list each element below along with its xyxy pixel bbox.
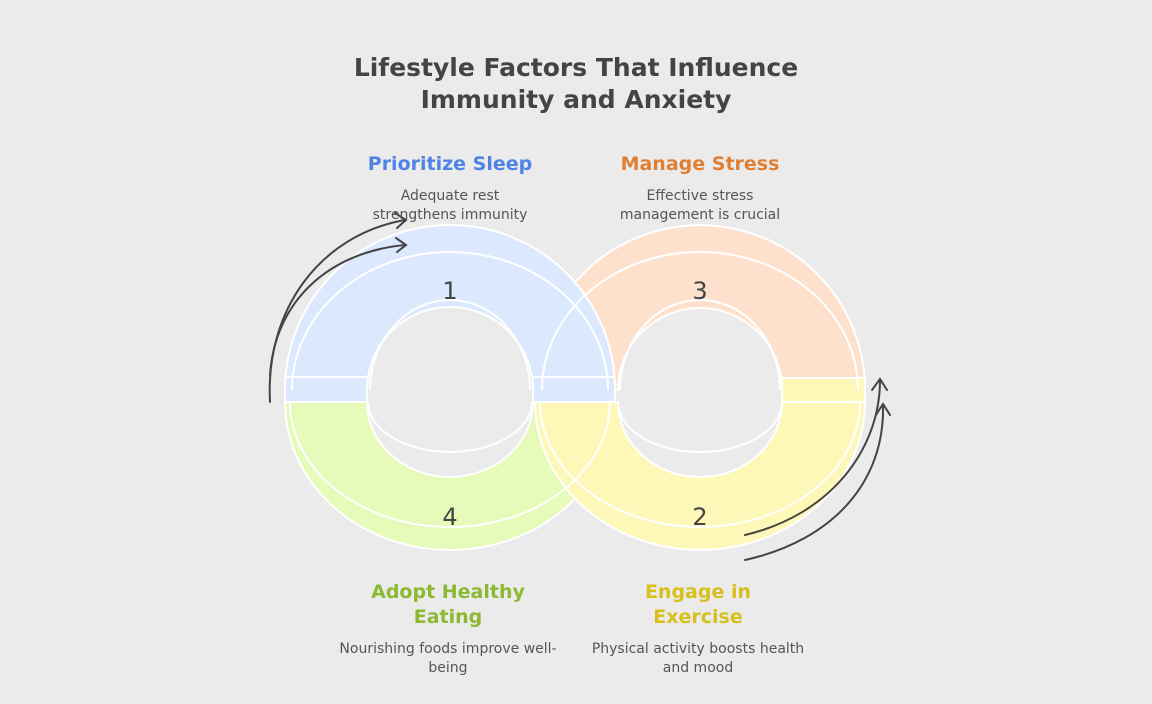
cycle-arrows bbox=[268, 212, 891, 561]
arrow-icon bbox=[744, 377, 888, 536]
label-healthy-eating: Adopt Healthy Eating Nourishing foods im… bbox=[318, 580, 578, 678]
title-line-1: Lifestyle Factors That Influence bbox=[353, 53, 799, 82]
step-heading: Prioritize Sleep bbox=[367, 153, 533, 175]
segment-manage-stress bbox=[533, 224, 867, 391]
step-heading: Engage in Exercise bbox=[644, 581, 752, 628]
step-number-2: 2 bbox=[692, 503, 707, 531]
step-description: Physical activity boosts health and mood bbox=[591, 641, 805, 676]
arrow-icon bbox=[269, 237, 408, 376]
title-line-2: Immunity and Anxiety bbox=[420, 85, 732, 114]
arrow-icon bbox=[744, 402, 891, 561]
step-number-1: 1 bbox=[442, 277, 457, 305]
step-number-3: 3 bbox=[692, 277, 707, 305]
step-description: Effective stress management is crucial bbox=[619, 188, 781, 223]
step-number-4: 4 bbox=[442, 503, 457, 531]
segment-exercise bbox=[533, 377, 866, 551]
step-heading: Adopt Healthy Eating bbox=[371, 581, 525, 628]
segment-prioritize-sleep bbox=[284, 224, 616, 403]
label-exercise: Engage in Exercise Physical activity boo… bbox=[568, 580, 828, 678]
step-description: Nourishing foods improve well-being bbox=[339, 641, 557, 676]
diagram-title: Lifestyle Factors That Influence Immunit… bbox=[0, 52, 1152, 116]
label-manage-stress: Manage Stress Effective stress managemen… bbox=[570, 152, 830, 225]
step-heading: Manage Stress bbox=[620, 153, 780, 175]
label-prioritize-sleep: Prioritize Sleep Adequate rest strengthe… bbox=[320, 152, 580, 225]
step-description: Adequate rest strengthens immunity bbox=[372, 188, 528, 223]
